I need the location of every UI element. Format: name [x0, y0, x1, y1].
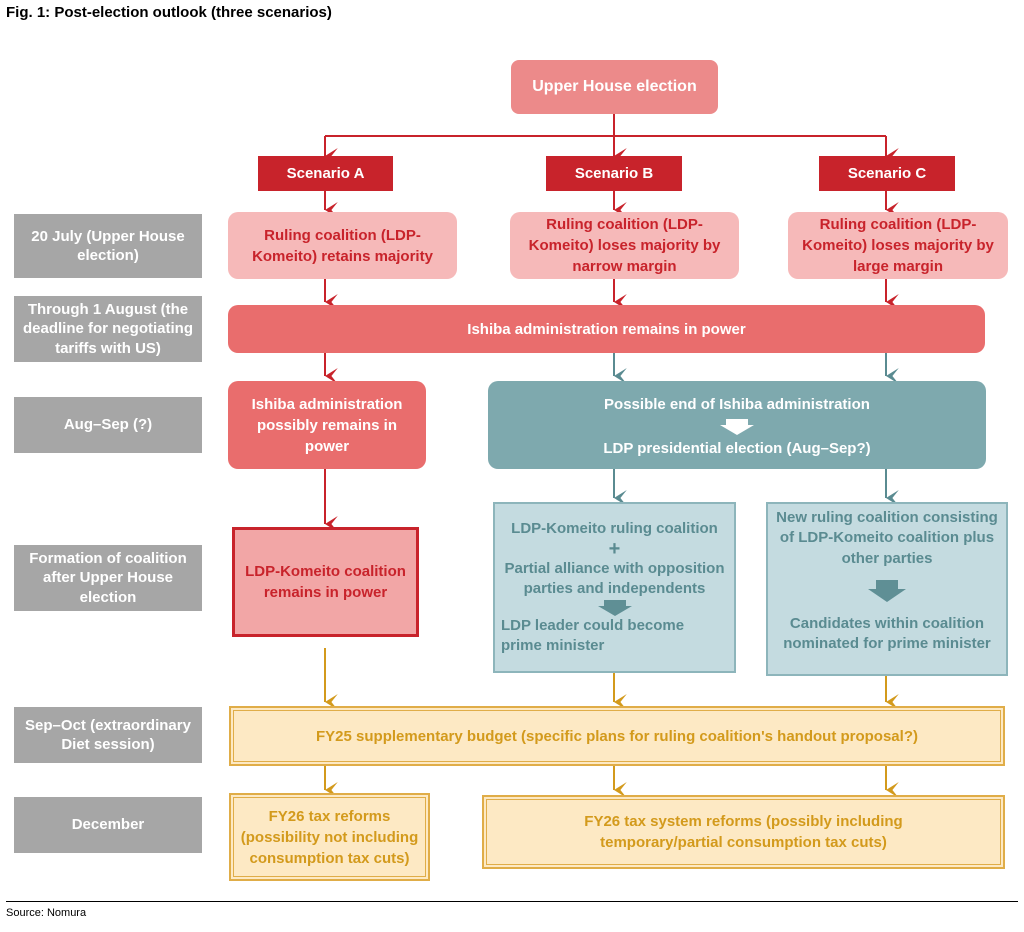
row-label-july: 20 July (Upper House election)	[14, 214, 202, 278]
fy26-tax-reforms-bc-box: FY26 tax system reforms (possibly includ…	[482, 795, 1005, 869]
scenario-c-header: Scenario C	[819, 156, 955, 191]
row-label-sep-oct: Sep–Oct (extraordinary Diet session)	[14, 707, 202, 763]
ishiba-possibly-remains-box: Ishiba administration possibly remains i…	[228, 381, 426, 469]
row-label-december: December	[14, 797, 202, 853]
plus-icon: +	[608, 538, 621, 561]
coalition-b-box: LDP-Komeito ruling coalition + Partial a…	[493, 502, 736, 673]
coalition-b-top-text: LDP-Komeito ruling coalition	[511, 519, 718, 537]
coalition-c-top-text: New ruling coalition consisting of LDP-K…	[776, 509, 998, 567]
upper-house-election-node: Upper House election	[511, 60, 718, 114]
coalition-b-bottom-text: LDP leader could become prime minister	[501, 616, 685, 654]
source-note: Source: Nomura	[6, 907, 87, 919]
footer-divider	[6, 901, 1018, 902]
coalition-a-box: LDP-Komeito coalition remains in power	[232, 527, 419, 637]
ldp-presidential-election-text: LDP presidential election (Aug–Sep?)	[603, 440, 871, 457]
down-arrow-icon	[868, 580, 906, 603]
down-arrow-icon	[597, 599, 632, 616]
possible-end-text: Possible end of Ishiba administration	[604, 396, 870, 413]
scenario-a-header: Scenario A	[258, 156, 393, 191]
down-arrow-icon	[720, 418, 754, 435]
fy25-supplementary-budget-box: FY25 supplementary budget (specific plan…	[229, 706, 1005, 766]
row-label-august-deadline: Through 1 August (the deadline for negot…	[14, 296, 202, 362]
outcome-c-box: Ruling coalition (LDP-Komeito) loses maj…	[788, 212, 1008, 279]
outcome-a-box: Ruling coalition (LDP-Komeito) retains m…	[228, 212, 457, 279]
scenario-b-header: Scenario B	[546, 156, 682, 191]
figure-title: Fig. 1: Post-election outlook (three sce…	[6, 4, 332, 21]
outcome-b-box: Ruling coalition (LDP-Komeito) loses maj…	[510, 212, 739, 279]
coalition-c-bottom-text: Candidates within coalition nominated fo…	[783, 614, 991, 652]
coalition-b-mid-text: Partial alliance with opposition parties…	[504, 560, 725, 598]
row-label-aug-sep: Aug–Sep (?)	[14, 397, 202, 453]
possible-end-ishiba-box: Possible end of Ishiba administration LD…	[488, 381, 986, 469]
row-label-coalition-formation: Formation of coalition after Upper House…	[14, 545, 202, 611]
coalition-c-box: New ruling coalition consisting of LDP-K…	[766, 502, 1008, 676]
fy26-tax-reforms-a-box: FY26 tax reforms (possibility not includ…	[229, 793, 430, 881]
ishiba-remains-box: Ishiba administration remains in power	[228, 305, 985, 353]
